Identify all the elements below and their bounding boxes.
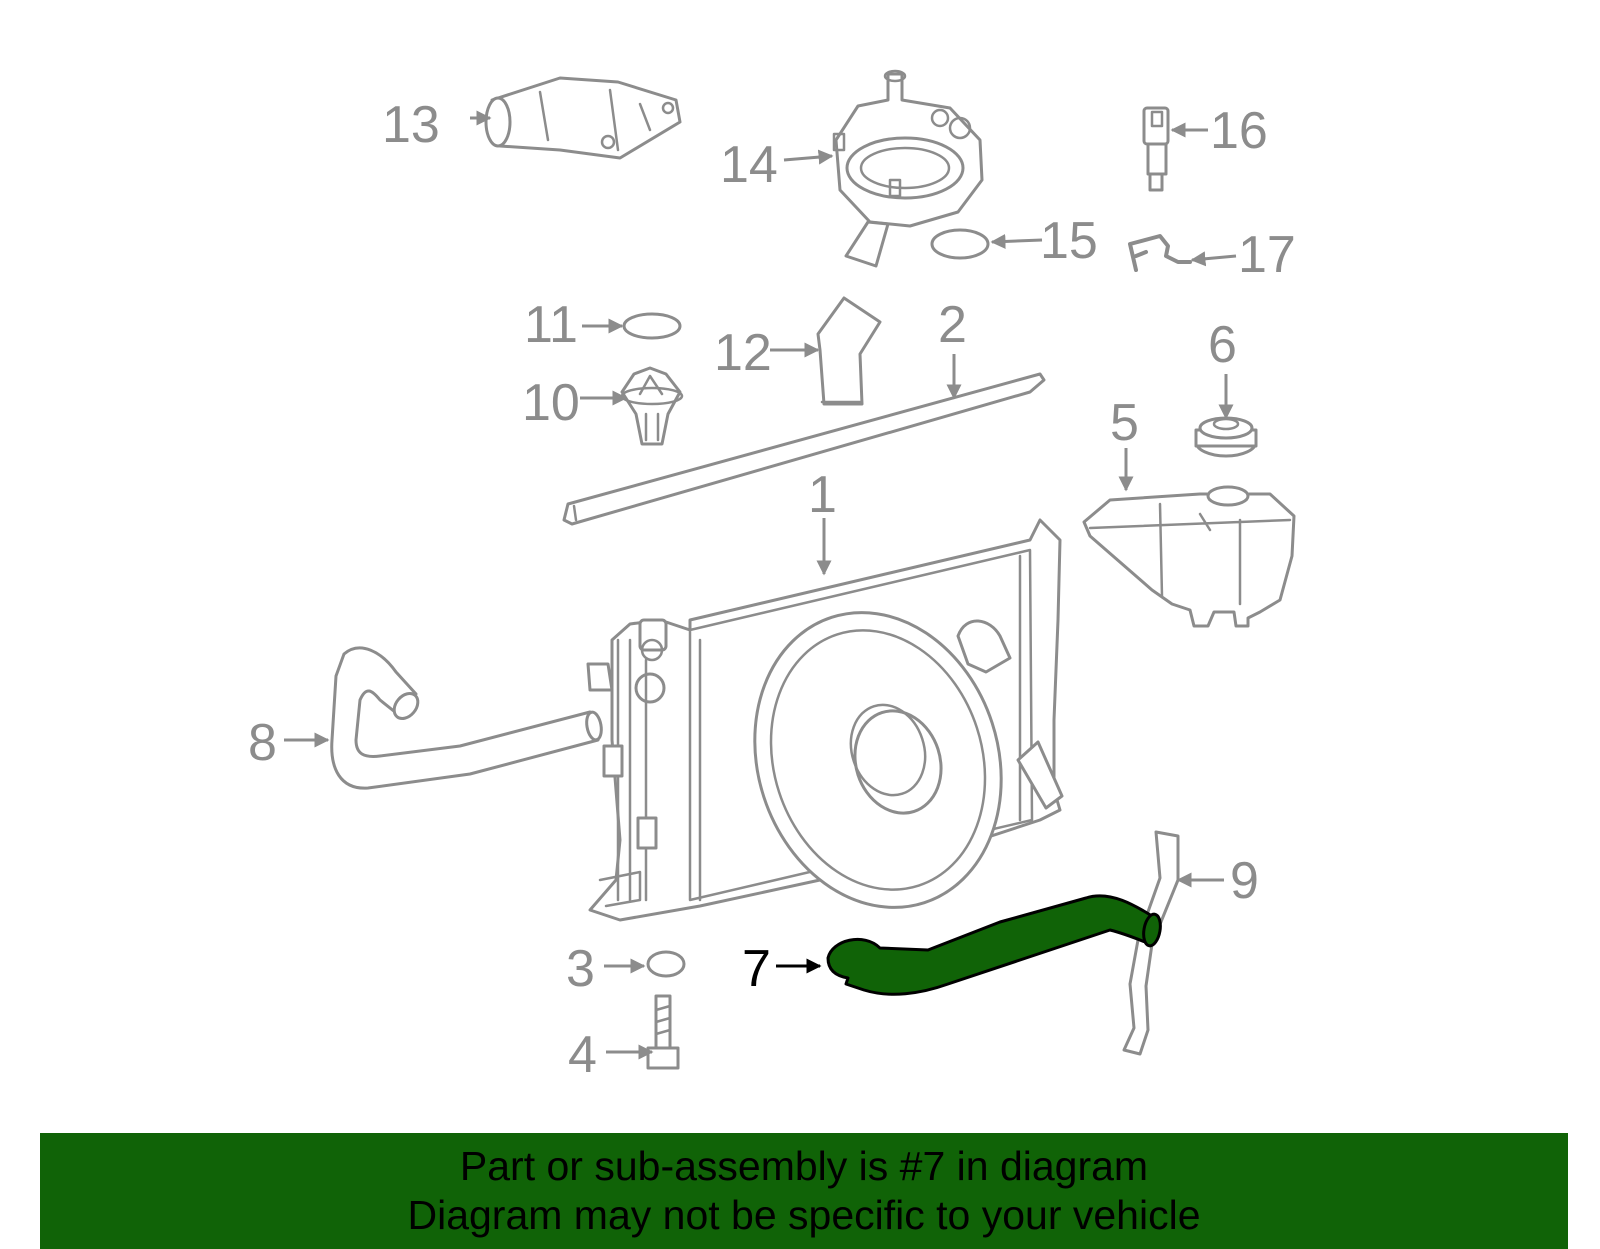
callout-9: 9: [1230, 852, 1259, 910]
part-6-reservoir-cap[interactable]: [1194, 416, 1258, 458]
info-banner: Part or sub-assembly is #7 in diagram Di…: [40, 1133, 1568, 1249]
part-5-coolant-reservoir[interactable]: [1082, 485, 1296, 628]
callout-labels: 13 14 15 16 17 11 10 12 2 6 5 1 8 9 7 3 …: [248, 96, 1296, 1084]
callout-4: 4: [568, 1026, 597, 1084]
callout-13: 13: [382, 96, 440, 154]
callout-15: 15: [1040, 212, 1098, 270]
part-15-gasket[interactable]: [930, 228, 990, 260]
callout-12: 12: [714, 324, 772, 382]
part-1-radiator[interactable]: [586, 518, 1064, 940]
callout-3: 3: [566, 940, 595, 998]
callout-16: 16: [1210, 102, 1268, 160]
callout-5: 5: [1110, 394, 1139, 452]
callout-11: 11: [524, 296, 578, 354]
part-12-heater-hose[interactable]: [816, 296, 882, 406]
part-2-radiator-seal[interactable]: [562, 372, 1046, 526]
part-7-lower-radiator-hose[interactable]: [826, 894, 1163, 996]
callout-1: 1: [808, 466, 837, 524]
banner-line-disclaimer: Diagram may not be specific to your vehi…: [407, 1192, 1201, 1238]
part-16-temperature-sensor[interactable]: [1142, 106, 1170, 192]
part-11-o-ring[interactable]: [622, 312, 682, 340]
callout-2: 2: [938, 296, 967, 354]
part-17-retaining-clip[interactable]: [1128, 234, 1192, 272]
part-3-drain-o-ring[interactable]: [646, 950, 686, 978]
part-14-water-outlet-housing[interactable]: [832, 69, 984, 268]
part-8-upper-radiator-hose[interactable]: [330, 646, 604, 790]
part-10-thermostat[interactable]: [620, 366, 684, 446]
callout-8: 8: [248, 714, 277, 772]
banner-line-part-info: Part or sub-assembly is #7 in diagram: [459, 1143, 1149, 1189]
callout-10: 10: [522, 374, 580, 432]
callout-17: 17: [1238, 226, 1296, 284]
callout-7: 7: [742, 940, 771, 998]
part-13-thermostat-housing[interactable]: [484, 76, 682, 160]
callout-arrows: [284, 110, 1237, 1060]
callout-14: 14: [720, 136, 778, 194]
part-4-drain-plug[interactable]: [646, 994, 680, 1070]
callout-6: 6: [1208, 316, 1237, 374]
